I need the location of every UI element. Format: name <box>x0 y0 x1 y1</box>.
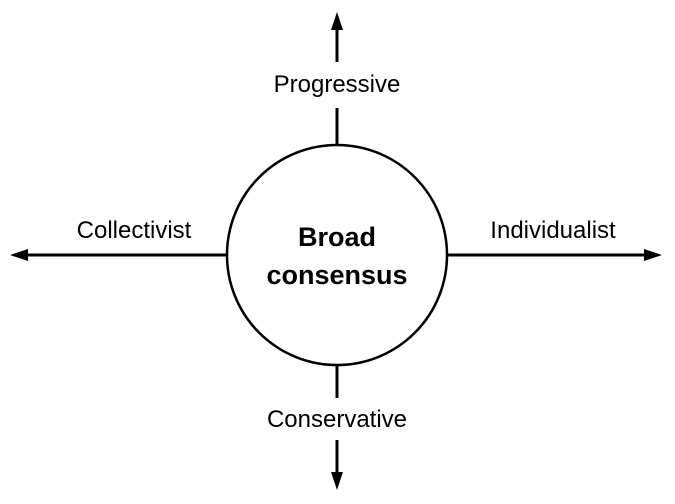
arrow-up-icon <box>331 12 343 30</box>
axis-label-right: Individualist <box>490 217 616 244</box>
center-label-line1: Broad <box>298 222 376 252</box>
arrow-right-icon <box>644 249 662 261</box>
axis-label-bottom: Conservative <box>267 406 407 433</box>
consensus-circle <box>225 143 449 367</box>
arrow-left-icon <box>10 249 28 261</box>
arrow-down-icon <box>331 472 343 490</box>
axis-label-top: Progressive <box>274 71 401 98</box>
axis-label-left: Collectivist <box>77 217 192 244</box>
center-label-line2: consensus <box>266 260 407 290</box>
